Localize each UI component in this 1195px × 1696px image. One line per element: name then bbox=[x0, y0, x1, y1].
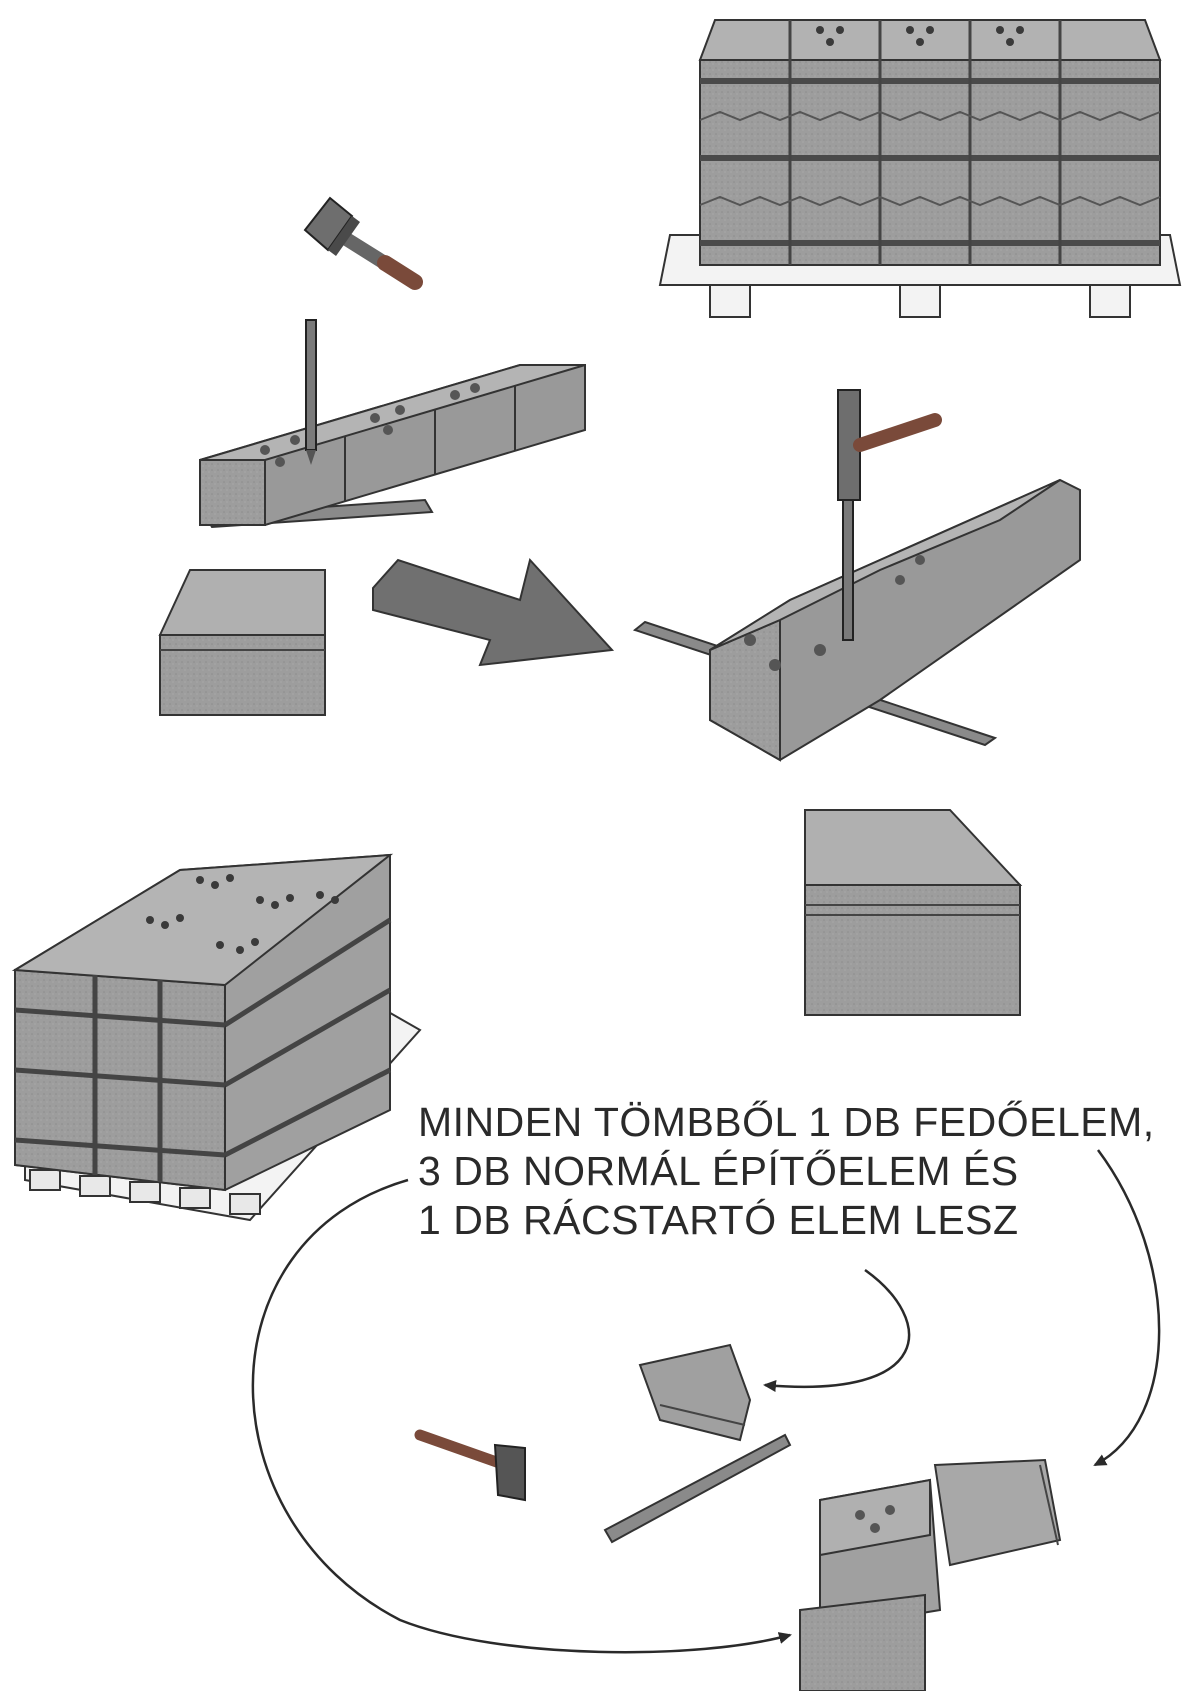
hammer-icon bbox=[303, 196, 423, 290]
block-row-being-cut-left bbox=[199, 319, 586, 529]
cut-block-piece-left bbox=[158, 569, 326, 716]
block-stack-on-pallet-top bbox=[658, 19, 1182, 318]
chisel-icon bbox=[305, 319, 317, 465]
caption-line-2: 3 DB NORMÁL ÉPÍTŐELEM ÉS bbox=[418, 1148, 1019, 1194]
arrow-to-normal-elements bbox=[251, 1178, 792, 1654]
angle-iron-icon bbox=[603, 1433, 792, 1544]
grid-holder-element bbox=[638, 1343, 752, 1442]
normal-building-elements-stack bbox=[799, 1478, 942, 1692]
hammer-icon bbox=[414, 1429, 526, 1502]
cover-element bbox=[933, 1458, 1062, 1567]
chisel-icon bbox=[842, 499, 854, 641]
arrow-to-cover-element bbox=[1093, 1149, 1161, 1467]
block-row-being-cut-right bbox=[632, 389, 1081, 762]
caption-line-1: MINDEN TÖMBBŐL 1 DB FEDŐELEM, bbox=[418, 1099, 1155, 1145]
caption: MINDEN TÖMBBŐL 1 DB FEDŐELEM, 3 DB NORMÁ… bbox=[418, 1098, 1158, 1245]
cut-block-piece-right bbox=[804, 809, 1023, 1016]
block-stack-on-pallet-bottom bbox=[11, 853, 422, 1222]
hammer-icon bbox=[837, 389, 942, 501]
caption-line-3: 1 DB RÁCSTARTÓ ELEM LESZ bbox=[418, 1197, 1019, 1243]
arrow-icon bbox=[372, 557, 615, 667]
arrow-to-grid-holder bbox=[763, 1268, 911, 1392]
